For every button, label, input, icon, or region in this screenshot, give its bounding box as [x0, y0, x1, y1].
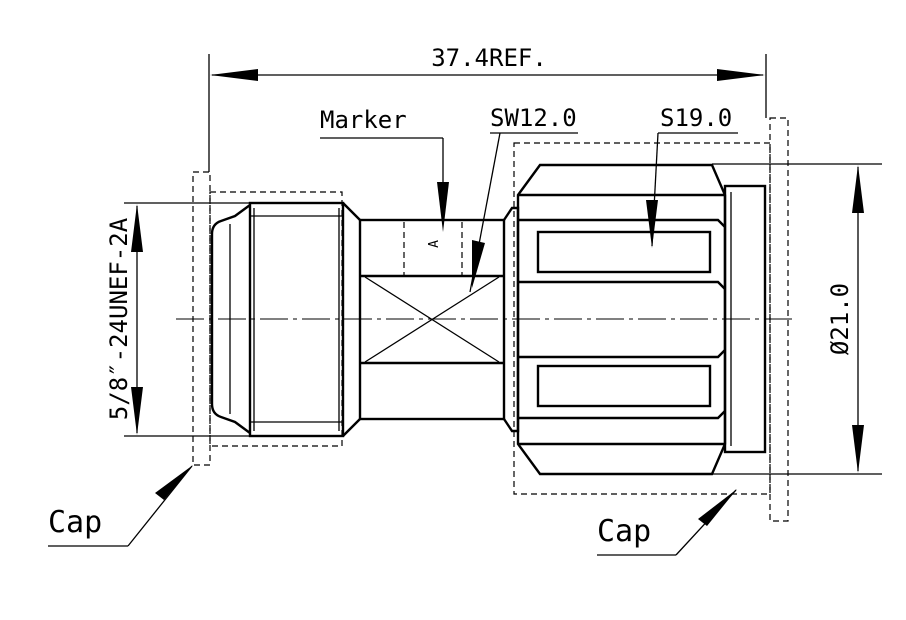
dim-arrow-right	[717, 69, 765, 81]
rear-end	[723, 184, 767, 454]
left-cap-callout: Cap	[48, 465, 193, 547]
nose-tip	[210, 204, 251, 434]
threaded-section	[248, 201, 345, 438]
hex-large-label: S19.0	[660, 104, 732, 132]
overall-length-label: 37.4REF.	[431, 44, 547, 72]
dim-arrow-left	[210, 69, 258, 81]
thread-dimension: 5/8″-24UNEF-2A	[105, 202, 250, 437]
marker-callout: Marker	[320, 106, 449, 232]
s19-callout: S19.0	[646, 104, 738, 248]
cap-right-label: Cap	[597, 514, 651, 549]
marker-label: Marker	[320, 106, 407, 134]
diameter-arrow-top	[852, 165, 864, 213]
thread-arrow-bottom	[131, 387, 143, 435]
sw12-callout: SW12.0	[469, 104, 578, 293]
thread-arrow-top	[131, 204, 143, 252]
diameter-arrow-bottom	[852, 425, 864, 473]
hex-small-label: SW12.0	[490, 104, 577, 132]
hex-body-sw12	[358, 218, 506, 421]
cap-left-label: Cap	[48, 505, 102, 540]
diameter-dimension: Ø21.0	[712, 163, 882, 475]
right-cap-callout: Cap	[597, 489, 737, 556]
diameter-label: Ø21.0	[826, 283, 854, 355]
marker-letter: A	[427, 240, 442, 248]
thread-spec-label: 5/8″-24UNEF-2A	[105, 217, 133, 420]
overall-length-dimension: 37.4REF.	[208, 44, 767, 172]
connector-body: A	[210, 163, 767, 476]
